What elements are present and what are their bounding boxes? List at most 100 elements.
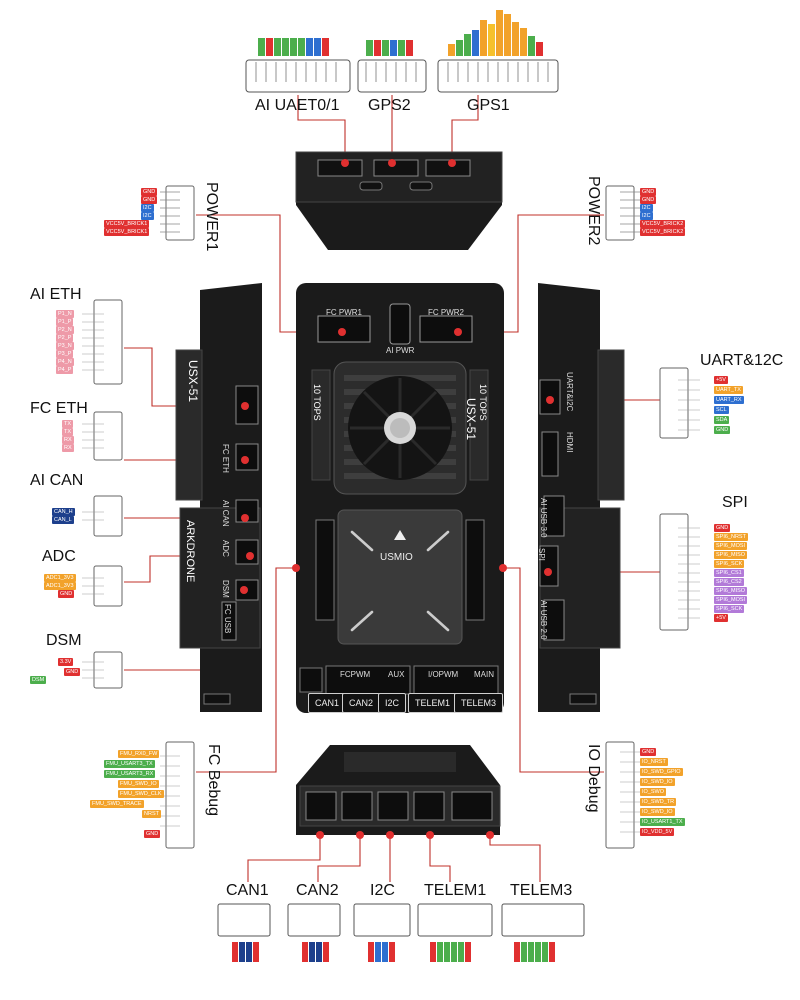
adc-label: ADC xyxy=(42,548,76,565)
adc-pin-3: GND xyxy=(58,590,75,598)
spi-label: SPI xyxy=(722,494,748,511)
leader-ai-eth xyxy=(124,347,245,407)
power2-pin-6: VCC5V_BRICK2 xyxy=(640,228,686,236)
ai-eth-pin-6: P3_P xyxy=(56,350,74,358)
fc-usb-silk: FC USB xyxy=(223,604,232,634)
spi-pin-8: SPI6_MISO xyxy=(714,587,748,595)
power1-label: POWER1 xyxy=(203,182,220,252)
io-debug-pin-1: GND xyxy=(640,748,657,756)
spi-pin-1: GND xyxy=(714,524,731,532)
dsm-pin-1: 3.3V xyxy=(58,658,74,666)
usmio-silk: USMIO xyxy=(380,552,413,563)
ai-eth-pin-1: P1_N xyxy=(56,310,74,318)
fc-debug-pin-8: GND xyxy=(144,830,161,838)
hdmi-silk: HDMI xyxy=(565,432,574,453)
can1-label: CAN1 xyxy=(226,882,269,899)
power1-pin-6: VCC5V_BRICK1 xyxy=(104,228,150,236)
fc-eth-label: FC ETH xyxy=(30,400,88,417)
board-port-telem3: TELEM3 xyxy=(454,693,504,713)
leader-telem3 xyxy=(489,835,541,882)
ai-eth-pin-5: P3_N xyxy=(56,342,74,350)
ai-eth-pin-7: P4_N xyxy=(56,358,74,366)
ai-uart-label: AI UAET0/1 xyxy=(255,97,340,114)
usb-3-silk: AI USB 3.0 xyxy=(539,498,548,538)
fc-debug-pin-1: FMU_RX0_FW xyxy=(118,750,160,758)
uart-i2c-pin-6: GND xyxy=(714,426,731,434)
fc-pwr2-silk: FC PWR2 xyxy=(428,308,464,317)
ai-eth-pin-8: P4_P xyxy=(56,366,74,374)
ai-eth-pin-2: P1_P xyxy=(56,318,74,326)
fc-eth-silk: FC ETH xyxy=(221,444,230,473)
leader-telem1 xyxy=(429,835,451,882)
board-port-can2: CAN2 xyxy=(342,693,381,713)
power1-pin-3: I2C xyxy=(141,204,154,212)
power1-pin-1: GND xyxy=(141,188,158,196)
spi-pin-2: SPI6_NRST xyxy=(714,533,748,541)
fc-debug-pin-7: NRST xyxy=(142,810,161,818)
spi-pin-9: SPI6_MOSI xyxy=(714,596,748,604)
adc-pin-1: ADC1_3V3 xyxy=(44,574,76,582)
fc-eth-pin-1: TX xyxy=(62,420,74,428)
ai-can-pin-2: CAN_L xyxy=(52,516,74,524)
uart-i2c-label: UART&12C xyxy=(700,352,784,369)
leader-io-debug xyxy=(503,567,604,773)
io-debug-pin-4: IO_SWD_IO xyxy=(640,778,675,786)
io-debug-label: IO Debug xyxy=(585,744,602,813)
fc-debug-pin-4: FMU_SWD_IO xyxy=(118,780,159,788)
aux-silk: AUX xyxy=(388,670,405,679)
leader-gps1 xyxy=(451,95,479,163)
io-debug-pin-5: IO_SWO xyxy=(640,788,667,796)
io-debug-pin-7: IO_SWD_IO xyxy=(640,808,675,816)
io-debug-pin-3: IO_SWD_GPIO xyxy=(640,768,683,776)
board-port-telem1: TELEM1 xyxy=(408,693,458,713)
dsm-label: DSM xyxy=(46,632,82,649)
fc-eth-pin-2: TX xyxy=(62,428,74,436)
leader-can2 xyxy=(317,835,361,882)
spi-pin-6: SPI6_CS1 xyxy=(714,569,744,577)
uart-i2c-silk: UART&I2C xyxy=(565,372,574,412)
spi-pin-7: SPI6_CS2 xyxy=(714,578,744,586)
uart-i2c-pin-4: SCL xyxy=(714,406,729,414)
uart-i2c-pin-3: UART_RX xyxy=(714,396,744,404)
fcpwm-silk: FCPWM xyxy=(340,670,371,679)
dsm-silk: DSM xyxy=(221,580,230,598)
can2-label: CAN2 xyxy=(296,882,339,899)
spi-pin-4: SPI6_MISO xyxy=(714,551,748,559)
power2-pin-5: VCC5V_BRICK2 xyxy=(640,220,686,228)
gps2-label: GPS2 xyxy=(368,97,411,114)
model-right-silk: USX-51 xyxy=(464,398,478,441)
ai-eth-label: AI ETH xyxy=(30,286,82,303)
brand-left-silk: 10 TOPS xyxy=(312,384,322,421)
dsm-pin-2: DSM xyxy=(30,676,47,684)
brand-logo-silk: ARKDRONE xyxy=(184,520,196,583)
iopwm-silk: I/OPWM xyxy=(428,670,459,679)
uart-i2c-pin-2: UART_TX xyxy=(714,386,743,394)
spi-pin-3: SPI6_MOSI xyxy=(714,542,748,550)
spi-pin-10: SPI6_SCK xyxy=(714,605,745,613)
brand-right-silk: 10 TOPS xyxy=(478,384,488,421)
ai-eth-pin-4: P2_P xyxy=(56,334,74,342)
main-silk: MAIN xyxy=(474,670,494,679)
power2-label: POWER2 xyxy=(585,176,602,246)
fc-debug-label: FC Bebug xyxy=(205,744,222,817)
io-debug-pin-9: IO_VDD_5V xyxy=(640,828,675,836)
ai-can-pin-1: CAN_H xyxy=(52,508,75,516)
telem1-label: TELEM1 xyxy=(424,882,487,899)
adc-silk: ADC xyxy=(221,540,230,557)
leader-power2 xyxy=(458,214,604,333)
power1-pin-5: VCC5V_BRICK1 xyxy=(104,220,150,228)
ai-pwr-silk: AI PWR xyxy=(386,346,415,355)
uart-i2c-pin-5: SDA xyxy=(714,416,730,424)
fc-debug-pin-3: FMU_USART3_RX xyxy=(104,770,156,778)
io-debug-pin-8: IO_USART1_TX xyxy=(640,818,685,826)
io-debug-pin-6: IO_SWD_TR xyxy=(640,798,677,806)
telem3-label: TELEM3 xyxy=(510,882,573,899)
ai-can-silk: AI CAN xyxy=(221,500,230,527)
spi-pin-11: +5V xyxy=(714,614,728,622)
usb-2-silk: AI USB 2.0 xyxy=(539,600,548,640)
uart-i2c-pin-1: +5V xyxy=(714,376,728,384)
fc-debug-pin-5: FMU_SWD_CLK xyxy=(118,790,164,798)
leader-fc-debug xyxy=(196,567,296,773)
io-debug-pin-2: IO_NRST xyxy=(640,758,668,766)
